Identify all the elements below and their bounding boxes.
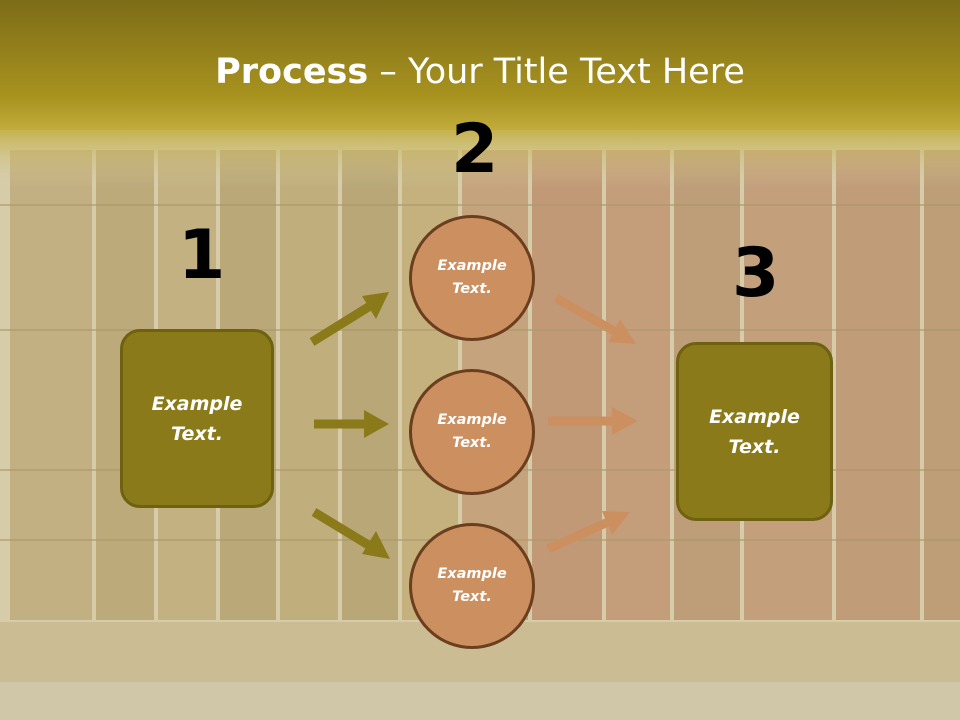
arrow-to-bottom-circle bbox=[311, 508, 390, 559]
step-2-number: 2 bbox=[451, 110, 499, 189]
arrow-to-middle-circle bbox=[314, 410, 389, 438]
title-rest: – Your Title Text Here bbox=[368, 52, 745, 92]
title-bold: Process bbox=[215, 52, 369, 92]
step-3-number: 3 bbox=[732, 234, 780, 313]
arrow-from-bottom-circle bbox=[546, 511, 630, 554]
arrow-from-top-circle bbox=[553, 294, 636, 344]
step-1-number: 1 bbox=[178, 216, 226, 295]
arrow-from-middle-circle bbox=[548, 407, 638, 435]
slide-title: Process – Your Title Text Here bbox=[0, 52, 960, 92]
arrow-to-top-circle bbox=[309, 292, 389, 346]
